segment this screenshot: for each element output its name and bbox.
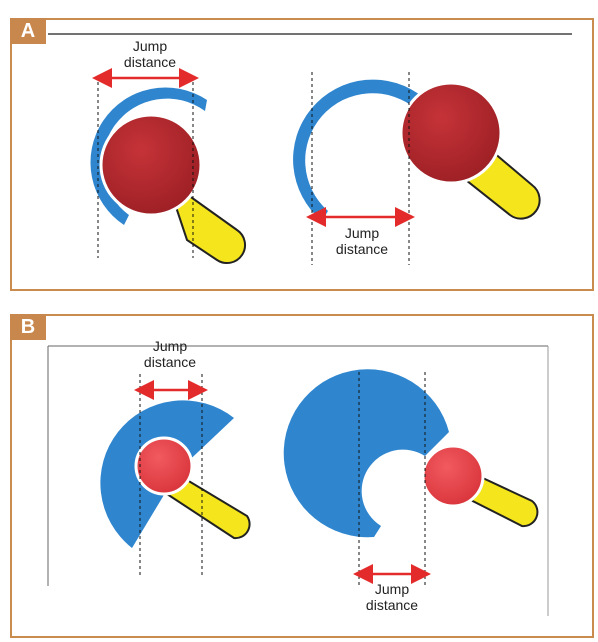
panel-a-figure	[12, 20, 596, 293]
diagram-a1	[90, 76, 245, 263]
red-ball-b1	[136, 438, 192, 494]
jump-label-a2: Jump distance	[322, 225, 402, 257]
red-ball-a1	[101, 115, 201, 215]
jump-label-a1: Jump distance	[110, 38, 190, 70]
panel-b-figure	[12, 316, 596, 640]
panel-b: B	[10, 314, 594, 638]
blue-arc-b2	[284, 369, 449, 537]
jump-label-b2: Jump distance	[352, 581, 432, 613]
diagram-b2	[284, 369, 538, 586]
red-ball-b2	[423, 446, 483, 506]
red-ball-a2	[401, 83, 501, 183]
jump-label-b1: Jump distance	[130, 338, 210, 370]
diagram-b1	[100, 374, 249, 578]
panel-a: A	[10, 18, 594, 291]
